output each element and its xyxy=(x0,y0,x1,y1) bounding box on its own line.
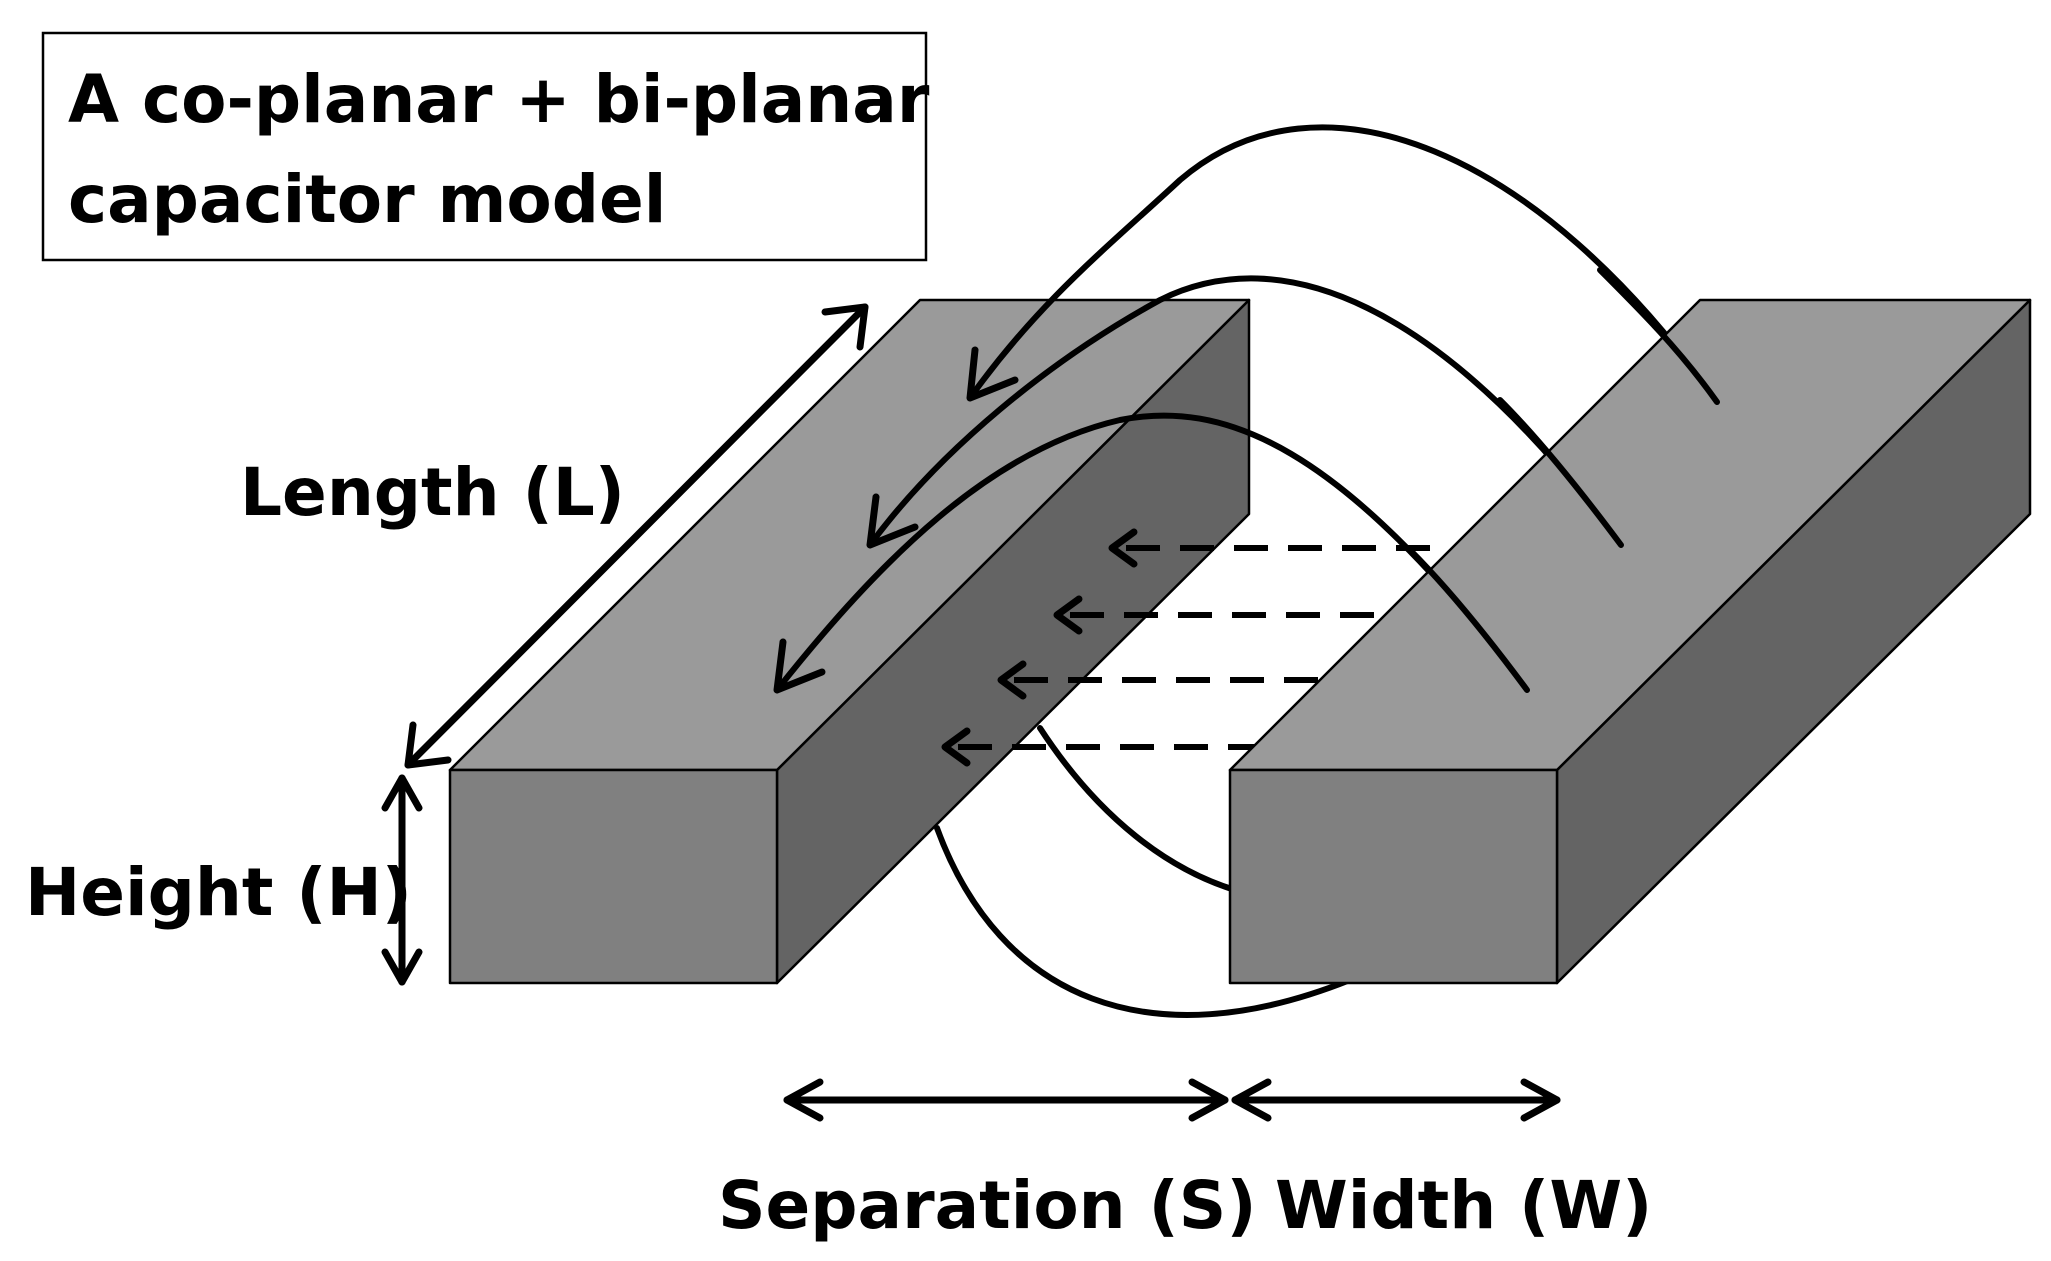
dashed-arrowhead-3 xyxy=(997,660,1027,700)
height-label: Height (H) xyxy=(25,854,412,931)
width-arrowhead-right xyxy=(1520,1078,1561,1122)
width-label: Width (W) xyxy=(1275,1167,1652,1244)
dashed-arrowhead-2 xyxy=(1053,595,1083,635)
title-line-2: capacitor model xyxy=(68,161,666,238)
height-arrowhead-bottom xyxy=(381,948,423,986)
separation-arrowhead-right xyxy=(1188,1078,1229,1122)
height-arrowhead-top xyxy=(381,774,423,812)
lower-field-lines xyxy=(934,725,1353,1018)
width-arrowhead-left xyxy=(1231,1078,1272,1122)
field-line-2-tail xyxy=(1497,397,1624,548)
length-arrow-shaft xyxy=(404,303,869,769)
dashed-arrowhead-1 xyxy=(1108,528,1138,568)
right-electrode xyxy=(1228,298,2032,985)
length-dimension: Length (L) xyxy=(240,303,869,769)
lower-field-line-outer xyxy=(934,825,1353,1018)
field-arrowhead-1 xyxy=(966,346,1019,402)
length-arrowhead-start xyxy=(404,721,452,769)
title-line-1: A co-planar + bi-planar xyxy=(68,61,930,138)
field-arrowhead-2 xyxy=(866,493,919,549)
field-line-3-tail xyxy=(1407,547,1530,693)
field-line-1 xyxy=(967,124,1720,405)
separation-dimension: Separation (S) xyxy=(718,1078,1257,1244)
field-lines xyxy=(774,124,1720,750)
length-arrowhead-end xyxy=(821,303,869,351)
title-box: A co-planar + bi-planar capacitor model xyxy=(41,31,930,262)
width-dimension: Width (W) xyxy=(1231,1078,1652,1244)
length-label: Length (L) xyxy=(240,454,625,531)
dashed-arrowhead-4 xyxy=(941,727,971,767)
left-electrode xyxy=(448,298,1251,985)
right-electrode-front xyxy=(1228,768,1559,985)
separation-label: Separation (S) xyxy=(718,1167,1257,1244)
field-arrowheads xyxy=(773,346,1138,767)
field-lines-over-right xyxy=(1407,267,1720,693)
field-line-1-tail xyxy=(1597,267,1720,405)
lower-field-line-inner xyxy=(1037,725,1238,893)
field-line-3 xyxy=(774,412,1530,693)
field-line-2 xyxy=(867,275,1624,548)
left-electrode-front xyxy=(448,768,779,985)
height-dimension: Height (H) xyxy=(25,774,423,986)
field-arrowhead-3 xyxy=(773,638,826,694)
separation-arrowhead-left xyxy=(783,1078,824,1122)
